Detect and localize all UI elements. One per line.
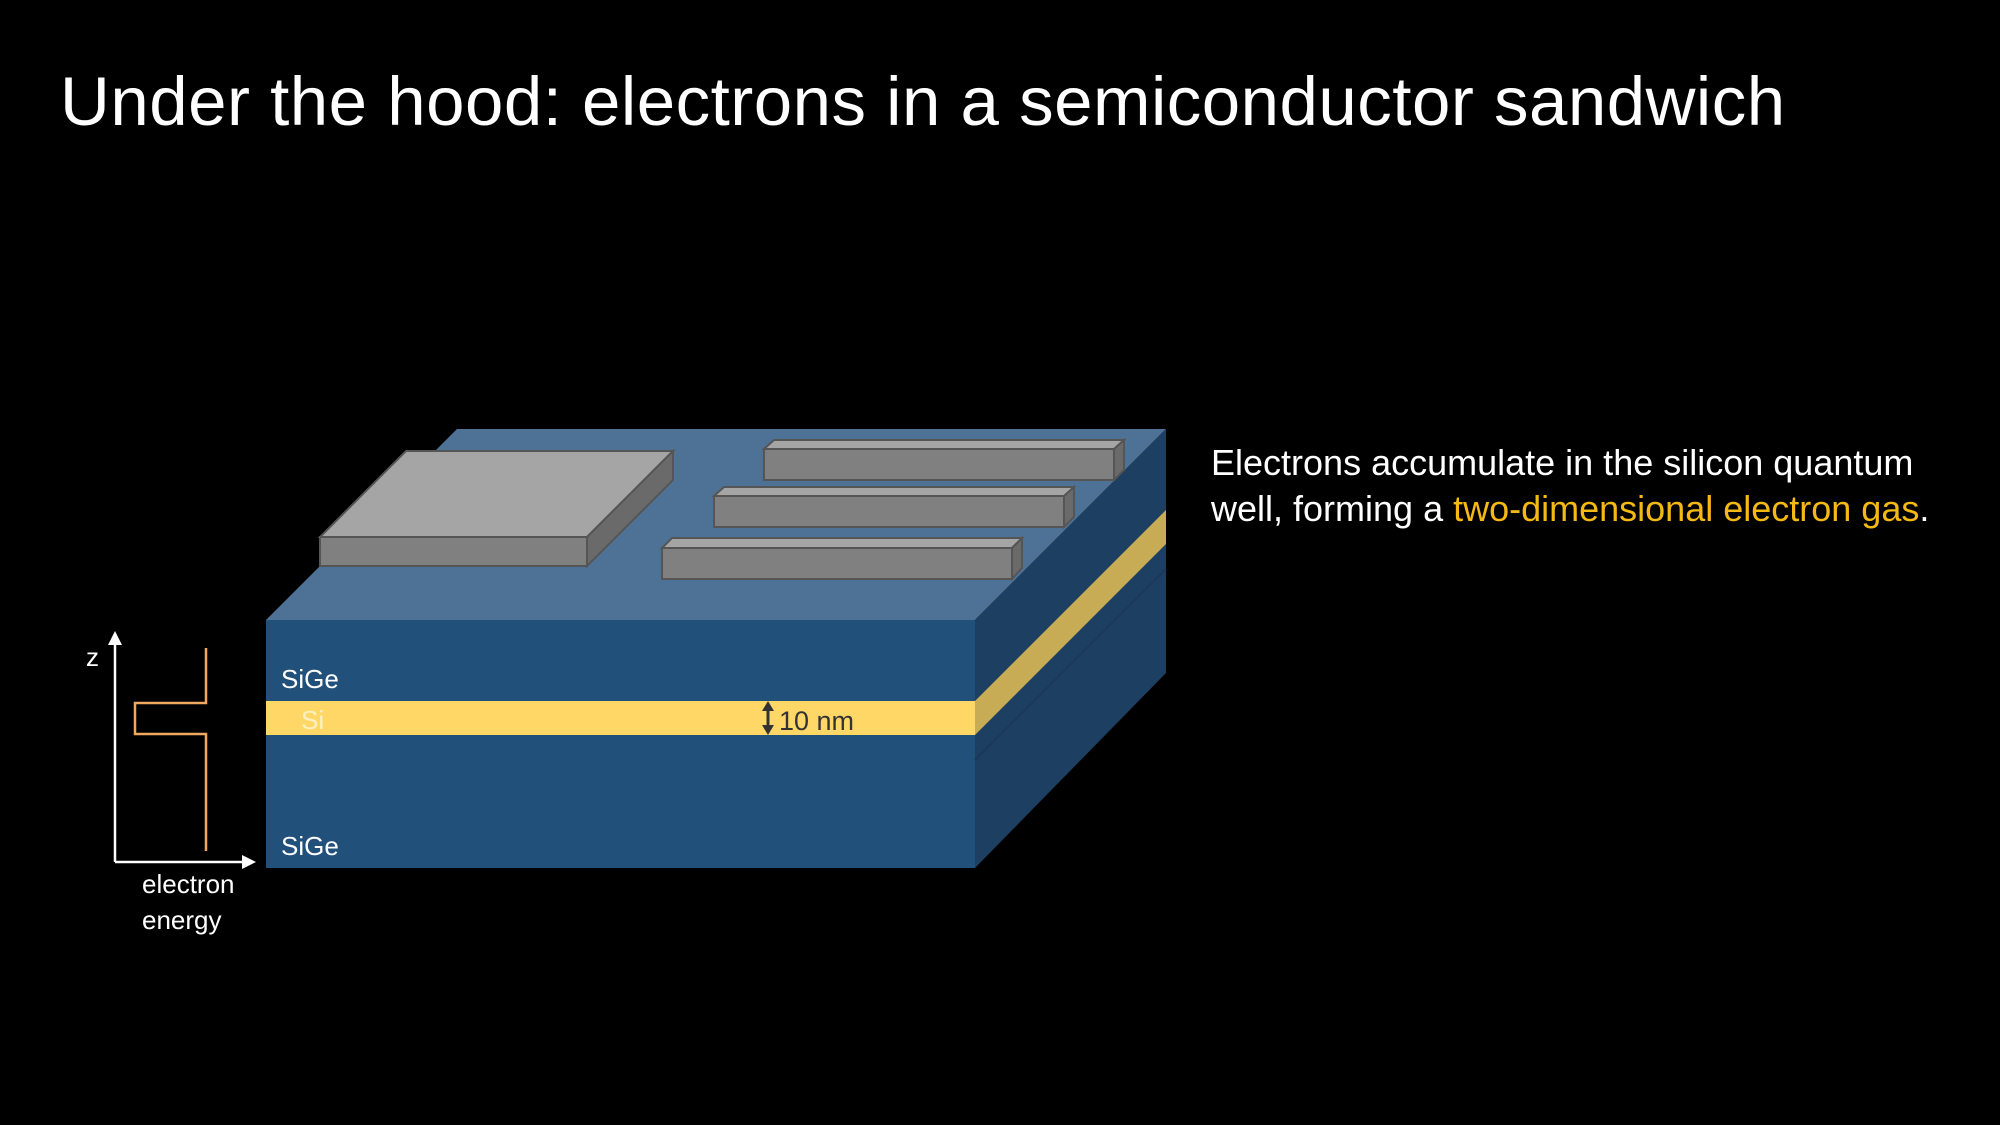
caption-highlight: two-dimensional electron gas [1453, 488, 1920, 529]
gate-finger-2-front [713, 495, 1065, 528]
gate-finger-1 [761, 437, 1127, 483]
caption-text: Electrons accumulate in the silicon quan… [1211, 440, 1971, 532]
gate-pad-front [319, 536, 588, 567]
energy-axis-label-line2: energy [142, 905, 222, 935]
caption-part1: Electrons accumulate in the silicon quan… [1211, 442, 1914, 529]
potential-profile-line [133, 648, 208, 851]
sige-top-label: SiGe [281, 664, 339, 694]
gate-finger-2 [711, 484, 1077, 530]
energy-axis-arrow-icon [242, 855, 256, 869]
gate-finger-3-front [661, 547, 1013, 580]
sige-bottom-label: SiGe [281, 831, 339, 861]
z-axis-label: z [86, 642, 99, 672]
si-quantum-well-side [975, 510, 1166, 735]
block-side-face [975, 429, 1166, 868]
gate-finger-1-top [761, 439, 1127, 450]
gate-finger-1-front [763, 448, 1115, 481]
energy-plot [108, 631, 256, 869]
gate-finger-3-top [659, 537, 1025, 549]
si-well-label: Si [301, 705, 324, 735]
gate-finger-3 [659, 535, 1025, 582]
side-edge [974, 568, 1167, 761]
gate-finger-2-top [711, 486, 1077, 497]
energy-axis-label-line1: electron [142, 869, 235, 899]
gate-pad [317, 448, 676, 569]
thickness-arrow-icon [762, 701, 774, 735]
block-front-face [266, 620, 975, 868]
slide-title: Under the hood: electrons in a semicondu… [60, 63, 1786, 140]
z-axis-arrow-icon [108, 631, 122, 645]
caption-part2: . [1919, 488, 1930, 529]
si-quantum-well-front [266, 701, 975, 735]
thickness-label: 10 nm [779, 706, 854, 736]
